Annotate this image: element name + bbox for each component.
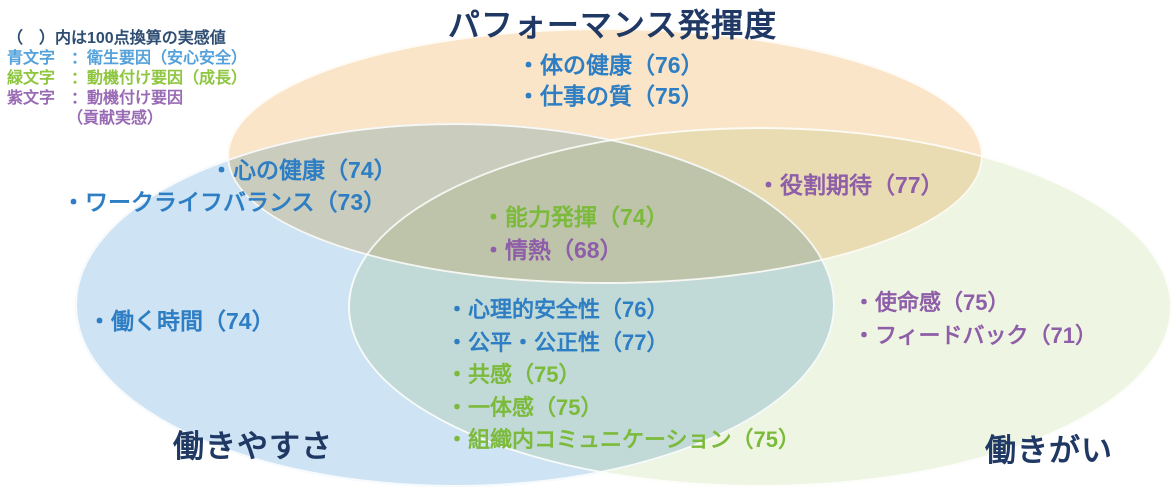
item-psychological-safety: ・心理的安全性（76）	[446, 297, 669, 322]
item-unity: ・一体感（75）	[446, 394, 603, 420]
item-work-life-balance: ・ワークライフバランス（73）	[62, 189, 387, 215]
performance-circle-title: パフォーマンス発揮度	[447, 7, 778, 43]
item-ability-utilization: ・能力発揮（74）	[482, 204, 669, 230]
item-feedback: ・フィードバック（71）	[853, 323, 1098, 348]
legend-blue-line: 青文字 ：衛生要因（安心安全）	[7, 50, 248, 67]
item-work-quality: ・仕事の質（75）	[517, 83, 704, 109]
item-sense-of-mission: ・使命感（75）	[853, 290, 1010, 315]
job-worth-ellipse-outline	[348, 127, 1172, 487]
item-working-hours: ・働く時間（74）	[88, 308, 275, 334]
item-empathy: ・共感（75）	[446, 362, 581, 387]
performance-only-items: ・体の健康（76） ・仕事の質（75）	[517, 50, 704, 112]
center-overlap-items: ・能力発揮（74） ・情熱（68）	[482, 201, 669, 267]
ease-worth-overlap-items: ・心理的安全性（76） ・公平・公正性（77） ・共感（75） ・一体感（75）…	[446, 294, 800, 457]
legend-green-line: 緑文字 ：動機付け要因（成長）	[7, 70, 248, 87]
worth-circle-label: 働きがい	[985, 433, 1113, 468]
item-role-expectation: ・役割期待（77）	[757, 172, 944, 198]
item-mental-health: ・心の健康（74）	[210, 157, 397, 183]
legend: （ ）内は100点換算の実感値 青文字 ：衛生要因（安心安全） 緑文字 ：動機付…	[7, 29, 247, 129]
legend-note: （ ）内は100点換算の実感値	[7, 30, 226, 47]
item-internal-communication: ・組織内コミュニケーション（75）	[446, 427, 801, 452]
item-passion: ・情熱（68）	[482, 237, 623, 263]
item-body-health: ・体の健康（76）	[517, 52, 704, 78]
legend-purple-line-1: 紫文字 ：動機付け要因	[7, 90, 184, 107]
worth-only-items: ・使命感（75） ・フィードバック（71）	[853, 286, 1097, 352]
legend-purple-line-2: （貢献実感）	[67, 110, 164, 127]
item-fairness: ・公平・公正性（77）	[446, 329, 669, 355]
ease-circle-label: 働きやすさ	[173, 429, 333, 464]
